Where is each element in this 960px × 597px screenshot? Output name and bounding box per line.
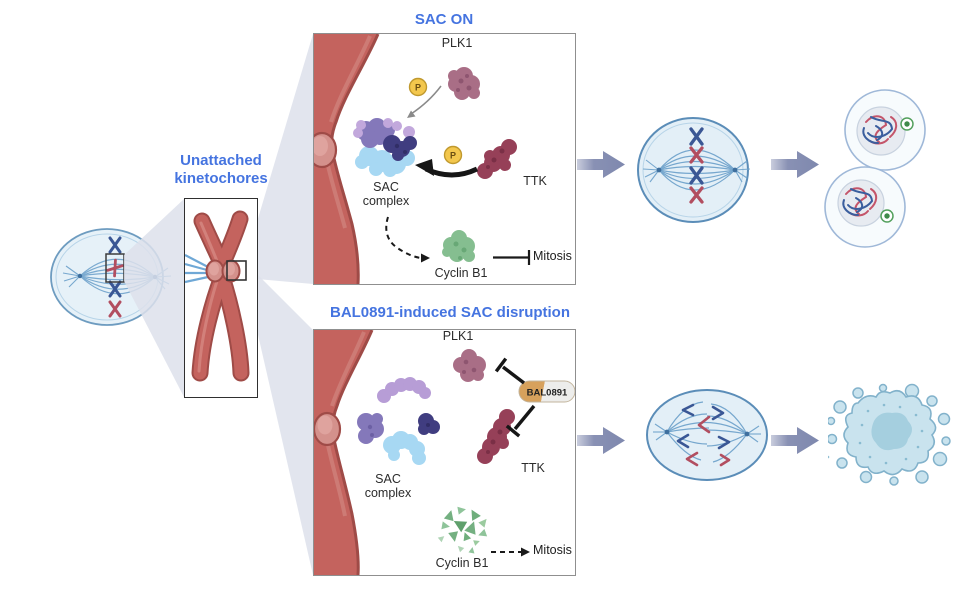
plk1-protein — [453, 349, 486, 382]
sac-on-panel: P P — [313, 33, 576, 285]
unattached-kinetochore-rect — [226, 260, 247, 281]
aligned-chromosomes — [689, 127, 704, 204]
plk1-label-top: PLK1 — [441, 36, 473, 50]
sac-complex-label-bottom: SAC complex — [364, 472, 412, 500]
astral-rays — [642, 159, 751, 183]
mitosis-inhibition-bar — [493, 250, 531, 265]
plk1-protein — [448, 67, 480, 100]
green-checkpoint-badge — [880, 209, 894, 223]
membrane-blebs — [828, 383, 951, 486]
sac-complex-blob — [353, 118, 417, 177]
green-checkpoint-badge — [900, 117, 914, 131]
apoptotic-cell — [828, 383, 951, 486]
daughter-cell-2 — [824, 166, 906, 248]
decondensed-chromatin — [862, 115, 898, 145]
sac-disruption-panel: BAL0891 — [313, 329, 576, 576]
daughter-cells — [824, 89, 926, 248]
mitosis-label-top: Mitosis — [533, 249, 572, 263]
cyclin-label-bottom: Cyclin B1 — [435, 556, 489, 570]
cyclin-label-top: Cyclin B1 — [434, 266, 488, 280]
flow-arrow-4 — [771, 427, 819, 454]
degraded-cyclin-fragments — [437, 506, 488, 554]
bal0891-pill-label: BAL0891 — [527, 388, 568, 399]
svg-text:P: P — [415, 83, 421, 93]
kinetochore-fibers — [185, 254, 209, 284]
plk1-phospho-arrow — [407, 85, 442, 118]
ttk-inhibition-bar — [505, 404, 536, 438]
cytoplasm-speckles — [828, 403, 924, 465]
sac-complex-label-top: SAC complex — [362, 180, 410, 208]
cyclin-b1-protein — [442, 230, 475, 262]
chromosome-edge — [314, 34, 380, 284]
flow-arrow-1 — [577, 151, 625, 178]
chromosome-zoom-box — [184, 198, 258, 398]
ttk-label-bottom: TTK — [521, 461, 545, 475]
flow-arrow-3 — [577, 427, 625, 454]
ttk-protein — [477, 139, 517, 179]
phosphate-p1: P — [408, 77, 428, 97]
disassembled-sac-pieces — [357, 377, 440, 465]
plk1-inhibition-bar — [494, 357, 526, 385]
phosphate-p2: P — [443, 145, 463, 165]
metaphase-chromosomes — [106, 236, 124, 318]
cyclin-to-mitosis-arrow — [491, 547, 530, 557]
plk1-label-bottom: PLK1 — [442, 329, 474, 343]
chromosome-edge — [314, 330, 374, 575]
mitosis-label-bottom: Mitosis — [533, 543, 572, 557]
aberrant-mitosis-cell — [646, 389, 768, 481]
bal0891-pill: BAL0891 — [518, 380, 575, 403]
chromosome-arms — [191, 210, 250, 382]
ttk-phospho-arrow — [415, 159, 479, 178]
kinetochores-label: Unattached kinetochores — [174, 152, 268, 187]
chromosome-figure — [185, 210, 250, 382]
daughter-cell-1 — [844, 89, 926, 171]
sac-to-cyclin-arrow — [385, 216, 430, 263]
missegregating-chromosomes — [676, 403, 731, 467]
metaphase-cell — [637, 117, 751, 223]
sac-on-title: SAC ON — [414, 11, 474, 28]
bal0891-title: BAL0891-induced SAC disruption — [329, 304, 571, 321]
condensed-nucleus — [871, 412, 912, 451]
decondensed-chromatin — [842, 187, 878, 217]
ttk-protein — [477, 409, 515, 464]
ttk-label-top: TTK — [523, 174, 547, 188]
svg-text:P: P — [450, 151, 456, 161]
flow-arrow-2 — [771, 151, 819, 178]
